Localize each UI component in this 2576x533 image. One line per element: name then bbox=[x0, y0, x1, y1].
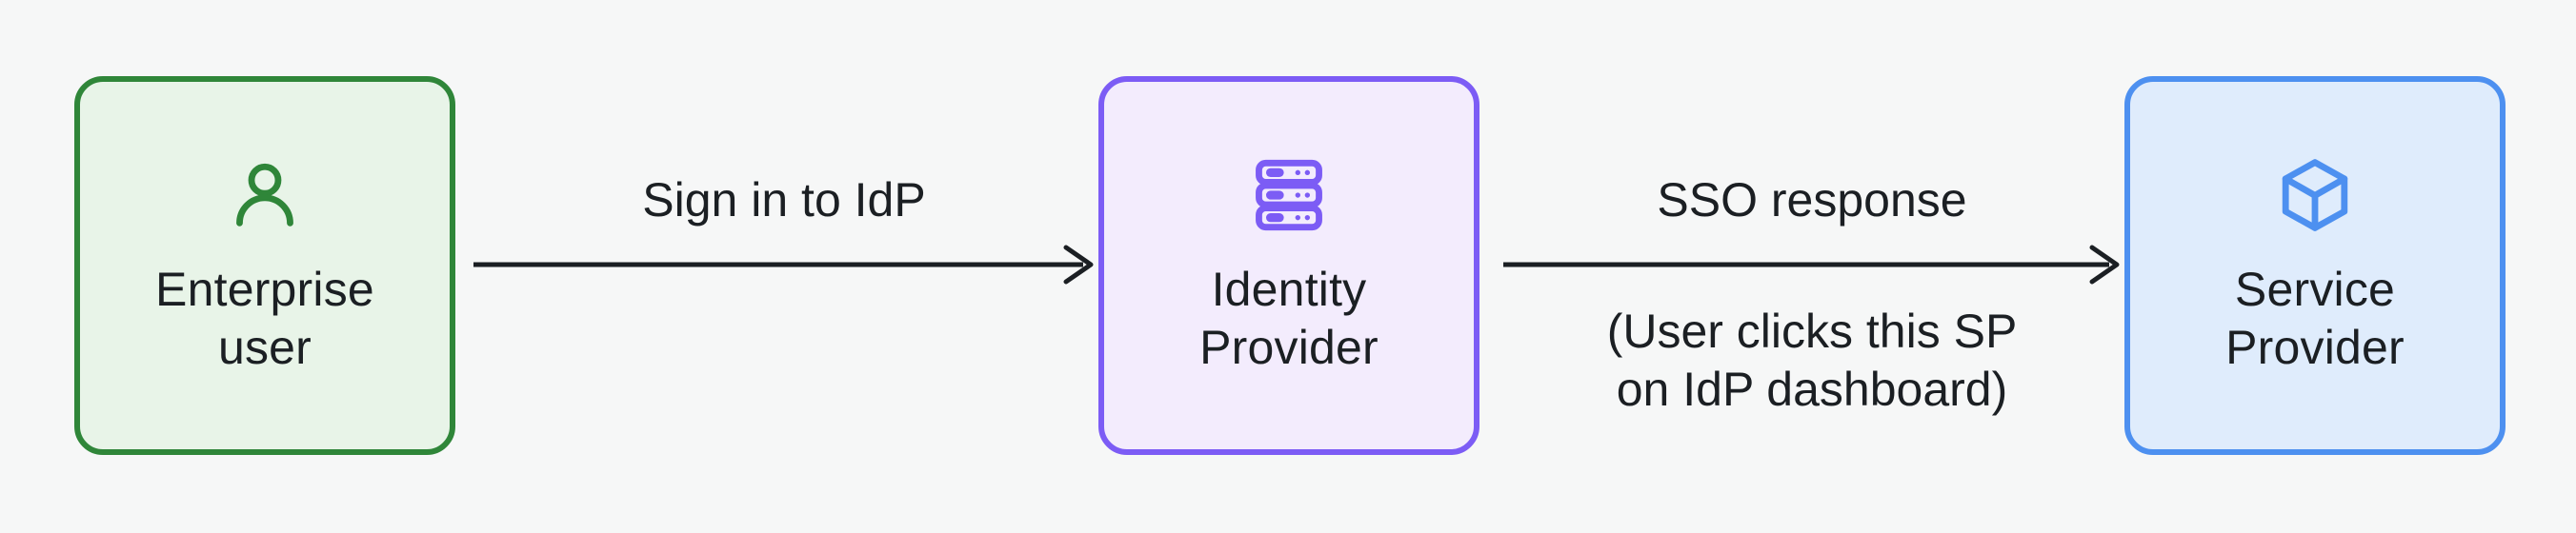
arrow-idp-to-sp bbox=[1503, 245, 2120, 285]
node-label-identity-provider: Identity Provider bbox=[1199, 263, 1379, 374]
node-label-enterprise-user: Enterprise user bbox=[155, 263, 374, 374]
arrow-user-to-idp bbox=[473, 245, 1094, 285]
server-rack-icon bbox=[1248, 154, 1330, 236]
cube-icon bbox=[2274, 154, 2356, 236]
edge-label-sso-response: SSO response bbox=[1657, 173, 1967, 227]
node-enterprise-user[interactable]: Enterprise user bbox=[74, 76, 455, 455]
node-label-service-provider: Service Provider bbox=[2225, 263, 2405, 374]
edge-sublabel-user-clicks-sp: (User clicks this SP on IdP dashboard) bbox=[1606, 305, 2018, 416]
edge-idp-to-sp: SSO response (User clicks this SP on IdP… bbox=[1503, 173, 2121, 416]
node-service-provider[interactable]: Service Provider bbox=[2124, 76, 2506, 455]
edge-user-to-idp: Sign in to IdP bbox=[473, 173, 1095, 293]
person-icon bbox=[224, 154, 306, 236]
edge-label-sign-in-to-idp: Sign in to IdP bbox=[642, 173, 926, 227]
node-identity-provider[interactable]: Identity Provider bbox=[1098, 76, 1479, 455]
